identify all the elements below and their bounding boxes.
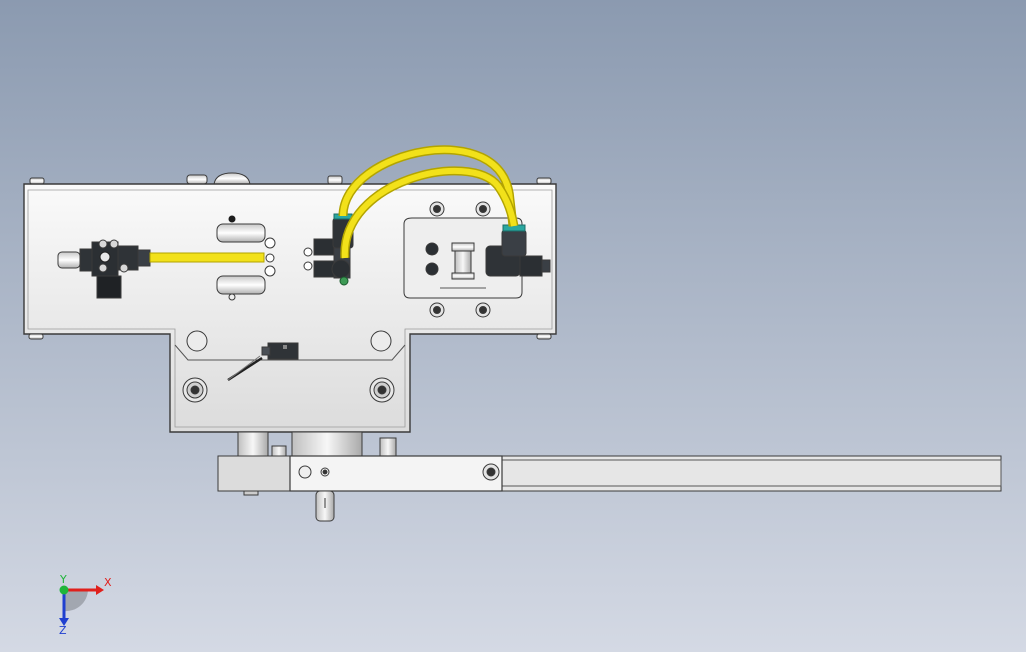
right-elbow-fitting — [485, 224, 551, 277]
x-axis-head — [96, 585, 104, 595]
corner-screw-tl — [29, 177, 45, 185]
block-screw-bl — [182, 377, 208, 403]
small-hole-c — [264, 265, 276, 277]
block-hole-tl — [186, 330, 208, 352]
center-cylinder-lower — [216, 275, 266, 301]
top-bolt-right — [327, 175, 343, 185]
left-pneumatic-fitting — [57, 239, 151, 299]
middle-elbow-fittings — [303, 213, 354, 286]
block-hole-tr — [370, 330, 392, 352]
top-boss — [213, 172, 251, 185]
y-axis-dot — [59, 585, 69, 595]
spring-plunger — [440, 242, 486, 289]
window-screws — [425, 201, 491, 318]
axis-triad: X Y Z — [59, 573, 112, 637]
carriage-block — [289, 455, 503, 492]
plate-inner-edge — [27, 189, 553, 428]
z-axis-head — [59, 618, 69, 626]
y-axis-label: Y — [59, 573, 67, 586]
gripper-assembly — [23, 145, 1002, 522]
corner-screw-br — [536, 333, 552, 340]
yellow-tube-loops — [338, 145, 519, 259]
bottom-pin — [315, 490, 335, 522]
center-cylinder-upper — [216, 215, 266, 243]
corner-screw-tr — [536, 177, 552, 185]
x-axis-label: X — [104, 576, 112, 589]
small-hole-a — [264, 237, 276, 249]
proximity-sensor — [227, 342, 299, 382]
lower-block-chamfer — [174, 344, 406, 361]
z-axis-label: Z — [59, 624, 67, 637]
triad-arc — [64, 590, 88, 612]
block-screw-br — [369, 377, 395, 403]
guide-rods — [237, 431, 397, 457]
small-hole-b — [265, 253, 275, 263]
top-bolt-left — [186, 174, 208, 185]
corner-screw-bl — [28, 333, 44, 340]
yellow-tube-straight — [149, 252, 265, 263]
